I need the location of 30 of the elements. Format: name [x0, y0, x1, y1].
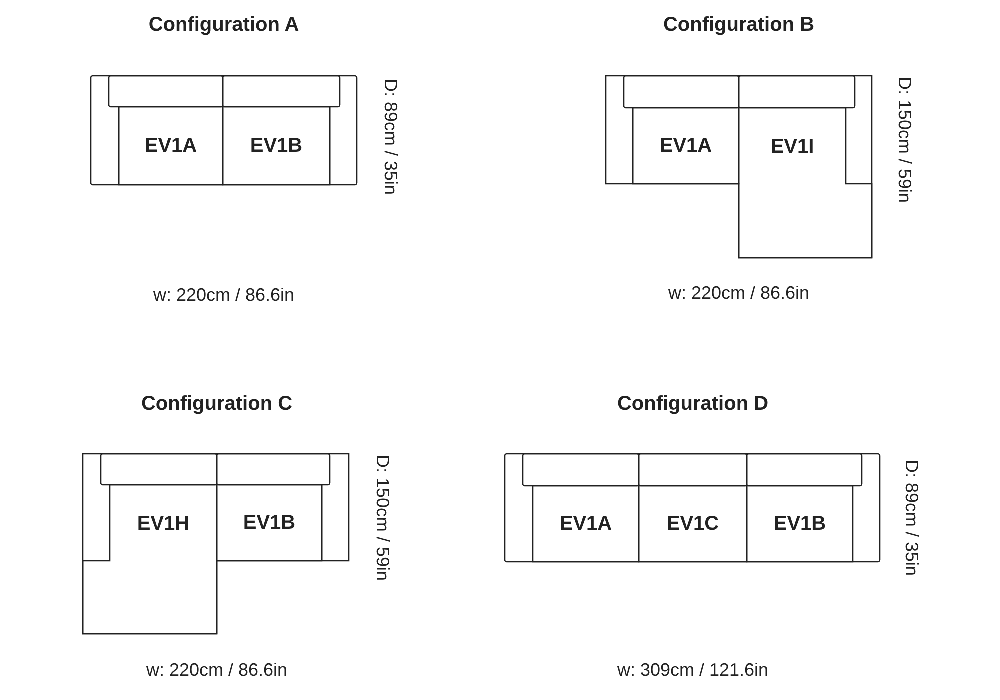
sofa-module	[747, 486, 853, 562]
width-dimension: w: 220cm / 86.6in	[668, 284, 810, 302]
sofa-module	[639, 486, 747, 562]
module-code: EV1B	[243, 511, 296, 536]
module-code: EV1H	[137, 512, 190, 537]
sofa-module	[633, 108, 739, 184]
module-code: EV1A	[560, 512, 612, 537]
module-code: EV1C	[666, 512, 720, 537]
sofa-module	[83, 485, 217, 634]
module-code: EV1A	[144, 134, 198, 159]
module-code: EV1B	[250, 134, 303, 159]
sofa-module	[223, 107, 330, 185]
sofa-module	[739, 108, 872, 258]
width-dimension: w: 220cm / 86.6in	[153, 286, 295, 304]
width-dimension: w: 309cm / 121.6in	[617, 661, 769, 679]
configuration-title: Configuration A	[148, 15, 300, 35]
module-code: EV1I	[770, 135, 814, 160]
sofa-module	[119, 107, 223, 185]
sofa-module	[217, 485, 322, 561]
depth-dimension: D: 150cm / 59in	[374, 454, 392, 582]
configuration-title: Configuration B	[663, 15, 815, 35]
module-code: EV1B	[774, 512, 826, 537]
configuration-title: Configuration C	[141, 394, 293, 414]
depth-dimension: D: 89cm / 35in	[903, 460, 921, 576]
width-dimension: w: 220cm / 86.6in	[146, 661, 288, 679]
depth-dimension: D: 89cm / 35in	[382, 78, 400, 196]
configuration-title: Configuration D	[617, 394, 769, 414]
depth-dimension: D: 150cm / 59in	[896, 76, 914, 204]
sofa-module	[533, 486, 639, 562]
module-code: EV1A	[660, 134, 712, 159]
